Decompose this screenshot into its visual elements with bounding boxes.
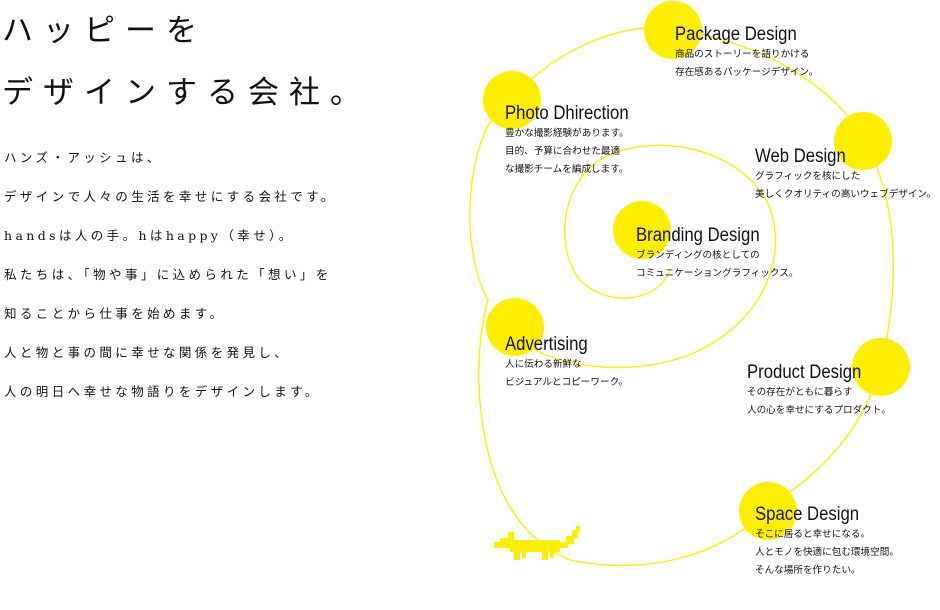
service-title[interactable]: Product Design: [747, 362, 862, 383]
service-title[interactable]: Branding Design: [636, 225, 760, 246]
intro-line: handsは人の手。hはhappy（幸せ）。: [4, 228, 295, 243]
service-desc-line: そこに居ると幸せになる。: [755, 529, 871, 540]
service-web-design[interactable]: Web Design グラフィックを核にした 美しくクオリティの高いウェブデザイ…: [755, 146, 936, 204]
service-photo-direction[interactable]: Photo Dhirection 豊かな撮影経験があります。 目的、予算に合わせ…: [505, 103, 645, 179]
spiral-inner-line: [511, 144, 777, 369]
service-desc-line: ビジュアルとコピーワーク。: [505, 377, 628, 388]
service-desc-line: 人の心を幸せにするプロダクト。: [747, 405, 891, 416]
hero-line-2: デザインする会社。: [2, 75, 371, 111]
service-desc-line: 人に伝わる新鮮な: [505, 359, 582, 370]
service-desc-line: 商品のストーリーを語りかける: [675, 49, 810, 60]
service-desc-line: な撮影チームを編成します。: [505, 164, 629, 175]
service-package-design[interactable]: Package Design 商品のストーリーを語りかける 存在感あるパッケージ…: [675, 24, 818, 82]
service-desc-line: その存在がともに暮らす: [747, 387, 853, 398]
service-title[interactable]: Photo Dhirection: [505, 103, 629, 124]
service-description: 人に伝わる新鮮な ビジュアルとコピーワーク。: [505, 356, 628, 392]
service-title[interactable]: Package Design: [675, 24, 797, 45]
service-description: 豊かな撮影経験があります。 目的、予算に合わせた最適 な撮影チームを編成します。: [505, 125, 645, 179]
intro-line: 知ることから仕事を始めます。: [4, 306, 226, 321]
service-description: その存在がともに暮らす 人の心を幸せにするプロダクト。: [747, 384, 891, 420]
service-title[interactable]: Space Design: [755, 504, 860, 525]
web-dot: [834, 112, 892, 170]
hero-title: ハッピーを デザインする会社。: [2, 0, 371, 124]
space-dot: [739, 482, 797, 540]
service-desc-line: 豊かな撮影経験があります。: [505, 128, 629, 139]
intro-line: 人の明日へ幸せな物語りをデザインします。: [4, 384, 321, 399]
service-desc-line: 目的、予算に合わせた最適: [505, 146, 621, 157]
intro-line: 人と物と事の間に幸せな関係を発見し、: [4, 345, 291, 360]
service-product-design[interactable]: Product Design その存在がともに暮らす 人の心を幸せにするプロダク…: [747, 362, 891, 420]
service-space-design[interactable]: Space Design そこに居ると幸せになる。 人とモノを快適に包む環境空間…: [755, 504, 899, 580]
service-description: グラフィックを核にした 美しくクオリティの高いウェブデザイン。: [755, 168, 936, 204]
service-desc-line: 存在感あるパッケージデザイン。: [675, 67, 819, 78]
service-description: ブランディングの核としての コミュニケーショングラフィックス。: [636, 247, 798, 283]
intro-line: ハンズ・アッシュは、: [4, 150, 163, 165]
service-desc-line: 人とモノを快適に包む環境空間。: [755, 547, 899, 558]
service-desc-line: ブランディングの核としての: [636, 250, 760, 261]
photo-dot: [483, 71, 541, 129]
service-title[interactable]: Web Design: [755, 146, 846, 167]
service-advertising[interactable]: Advertising 人に伝わる新鮮な ビジュアルとコピーワーク。: [505, 334, 628, 392]
intro-text: ハンズ・アッシュは、 デザインで人々の生活を幸せにする会社です。 handsは人…: [4, 138, 337, 411]
intro-line: 私たちは、「物や事」に込められた「想い」を: [4, 267, 332, 282]
service-title[interactable]: Advertising: [505, 334, 588, 355]
branding-dot: [613, 201, 671, 259]
service-desc-line: グラフィックを核にした: [755, 171, 861, 182]
package-dot: [644, 1, 702, 59]
service-description: 商品のストーリーを語りかける 存在感あるパッケージデザイン。: [675, 46, 818, 82]
advertising-dot: [486, 298, 544, 356]
service-desc-line: そんな場所を作りたい。: [755, 565, 861, 576]
service-description: そこに居ると幸せになる。 人とモノを快適に包む環境空間。 そんな場所を作りたい。: [755, 526, 899, 580]
service-desc-line: コミュニケーショングラフィックス。: [636, 268, 799, 279]
product-dot: [852, 338, 910, 396]
service-desc-line: 美しくクオリティの高いウェブデザイン。: [755, 189, 937, 200]
service-branding-design[interactable]: Branding Design ブランディングの核としての コミュニケーショング…: [636, 225, 798, 283]
intro-line: デザインで人々の生活を幸せにする会社です。: [4, 189, 337, 204]
hero-line-1: ハッピーを: [2, 13, 207, 49]
yellow-dog-icon: [494, 526, 580, 560]
